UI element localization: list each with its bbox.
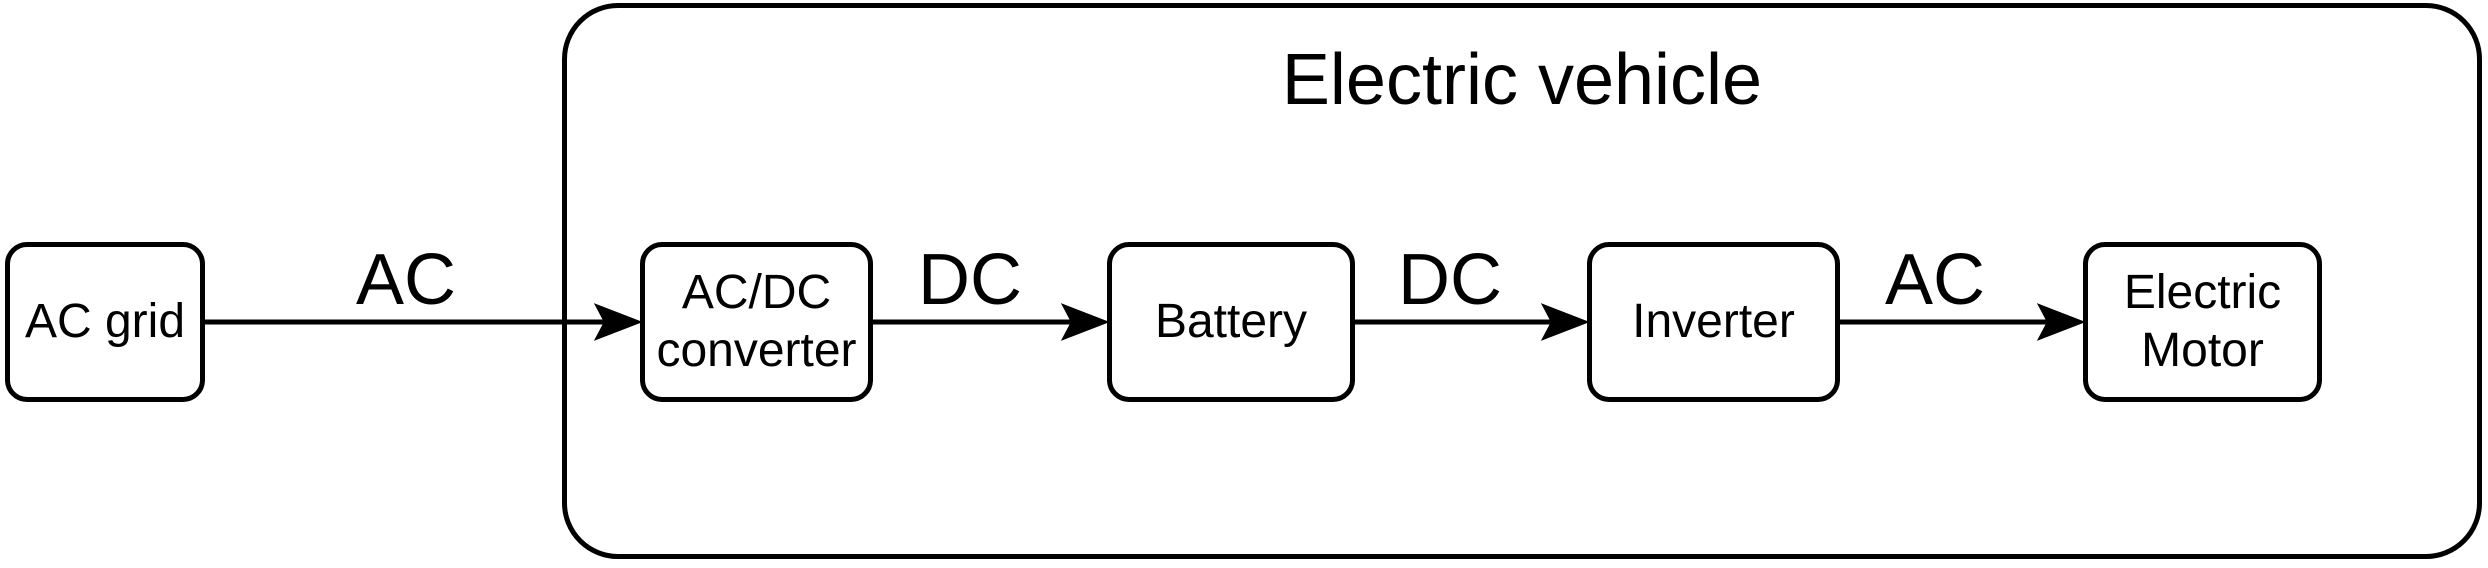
node-acdc-converter: AC/DC converter bbox=[640, 242, 873, 402]
node-inverter: Inverter bbox=[1587, 242, 1840, 402]
node-electric-motor-label: Electric Motor bbox=[2123, 266, 2282, 377]
edge-label-ac-2: AC bbox=[1884, 240, 1986, 320]
edge-label-dc-1: DC bbox=[918, 240, 1022, 320]
node-electric-motor: Electric Motor bbox=[2083, 242, 2322, 402]
edge-label-ac-1: AC bbox=[355, 240, 457, 320]
edge-label-dc-2: DC bbox=[1398, 240, 1502, 320]
node-acdc-converter-label: AC/DC converter bbox=[656, 266, 857, 377]
electric-vehicle-group-title: Electric vehicle bbox=[1281, 40, 1763, 120]
node-battery: Battery bbox=[1107, 242, 1355, 402]
node-ac-grid: AC grid bbox=[5, 242, 205, 402]
node-ac-grid-label: AC grid bbox=[24, 295, 186, 349]
node-battery-label: Battery bbox=[1154, 295, 1308, 349]
electric-vehicle-group-box bbox=[562, 3, 2482, 559]
node-inverter-label: Inverter bbox=[1632, 295, 1795, 349]
